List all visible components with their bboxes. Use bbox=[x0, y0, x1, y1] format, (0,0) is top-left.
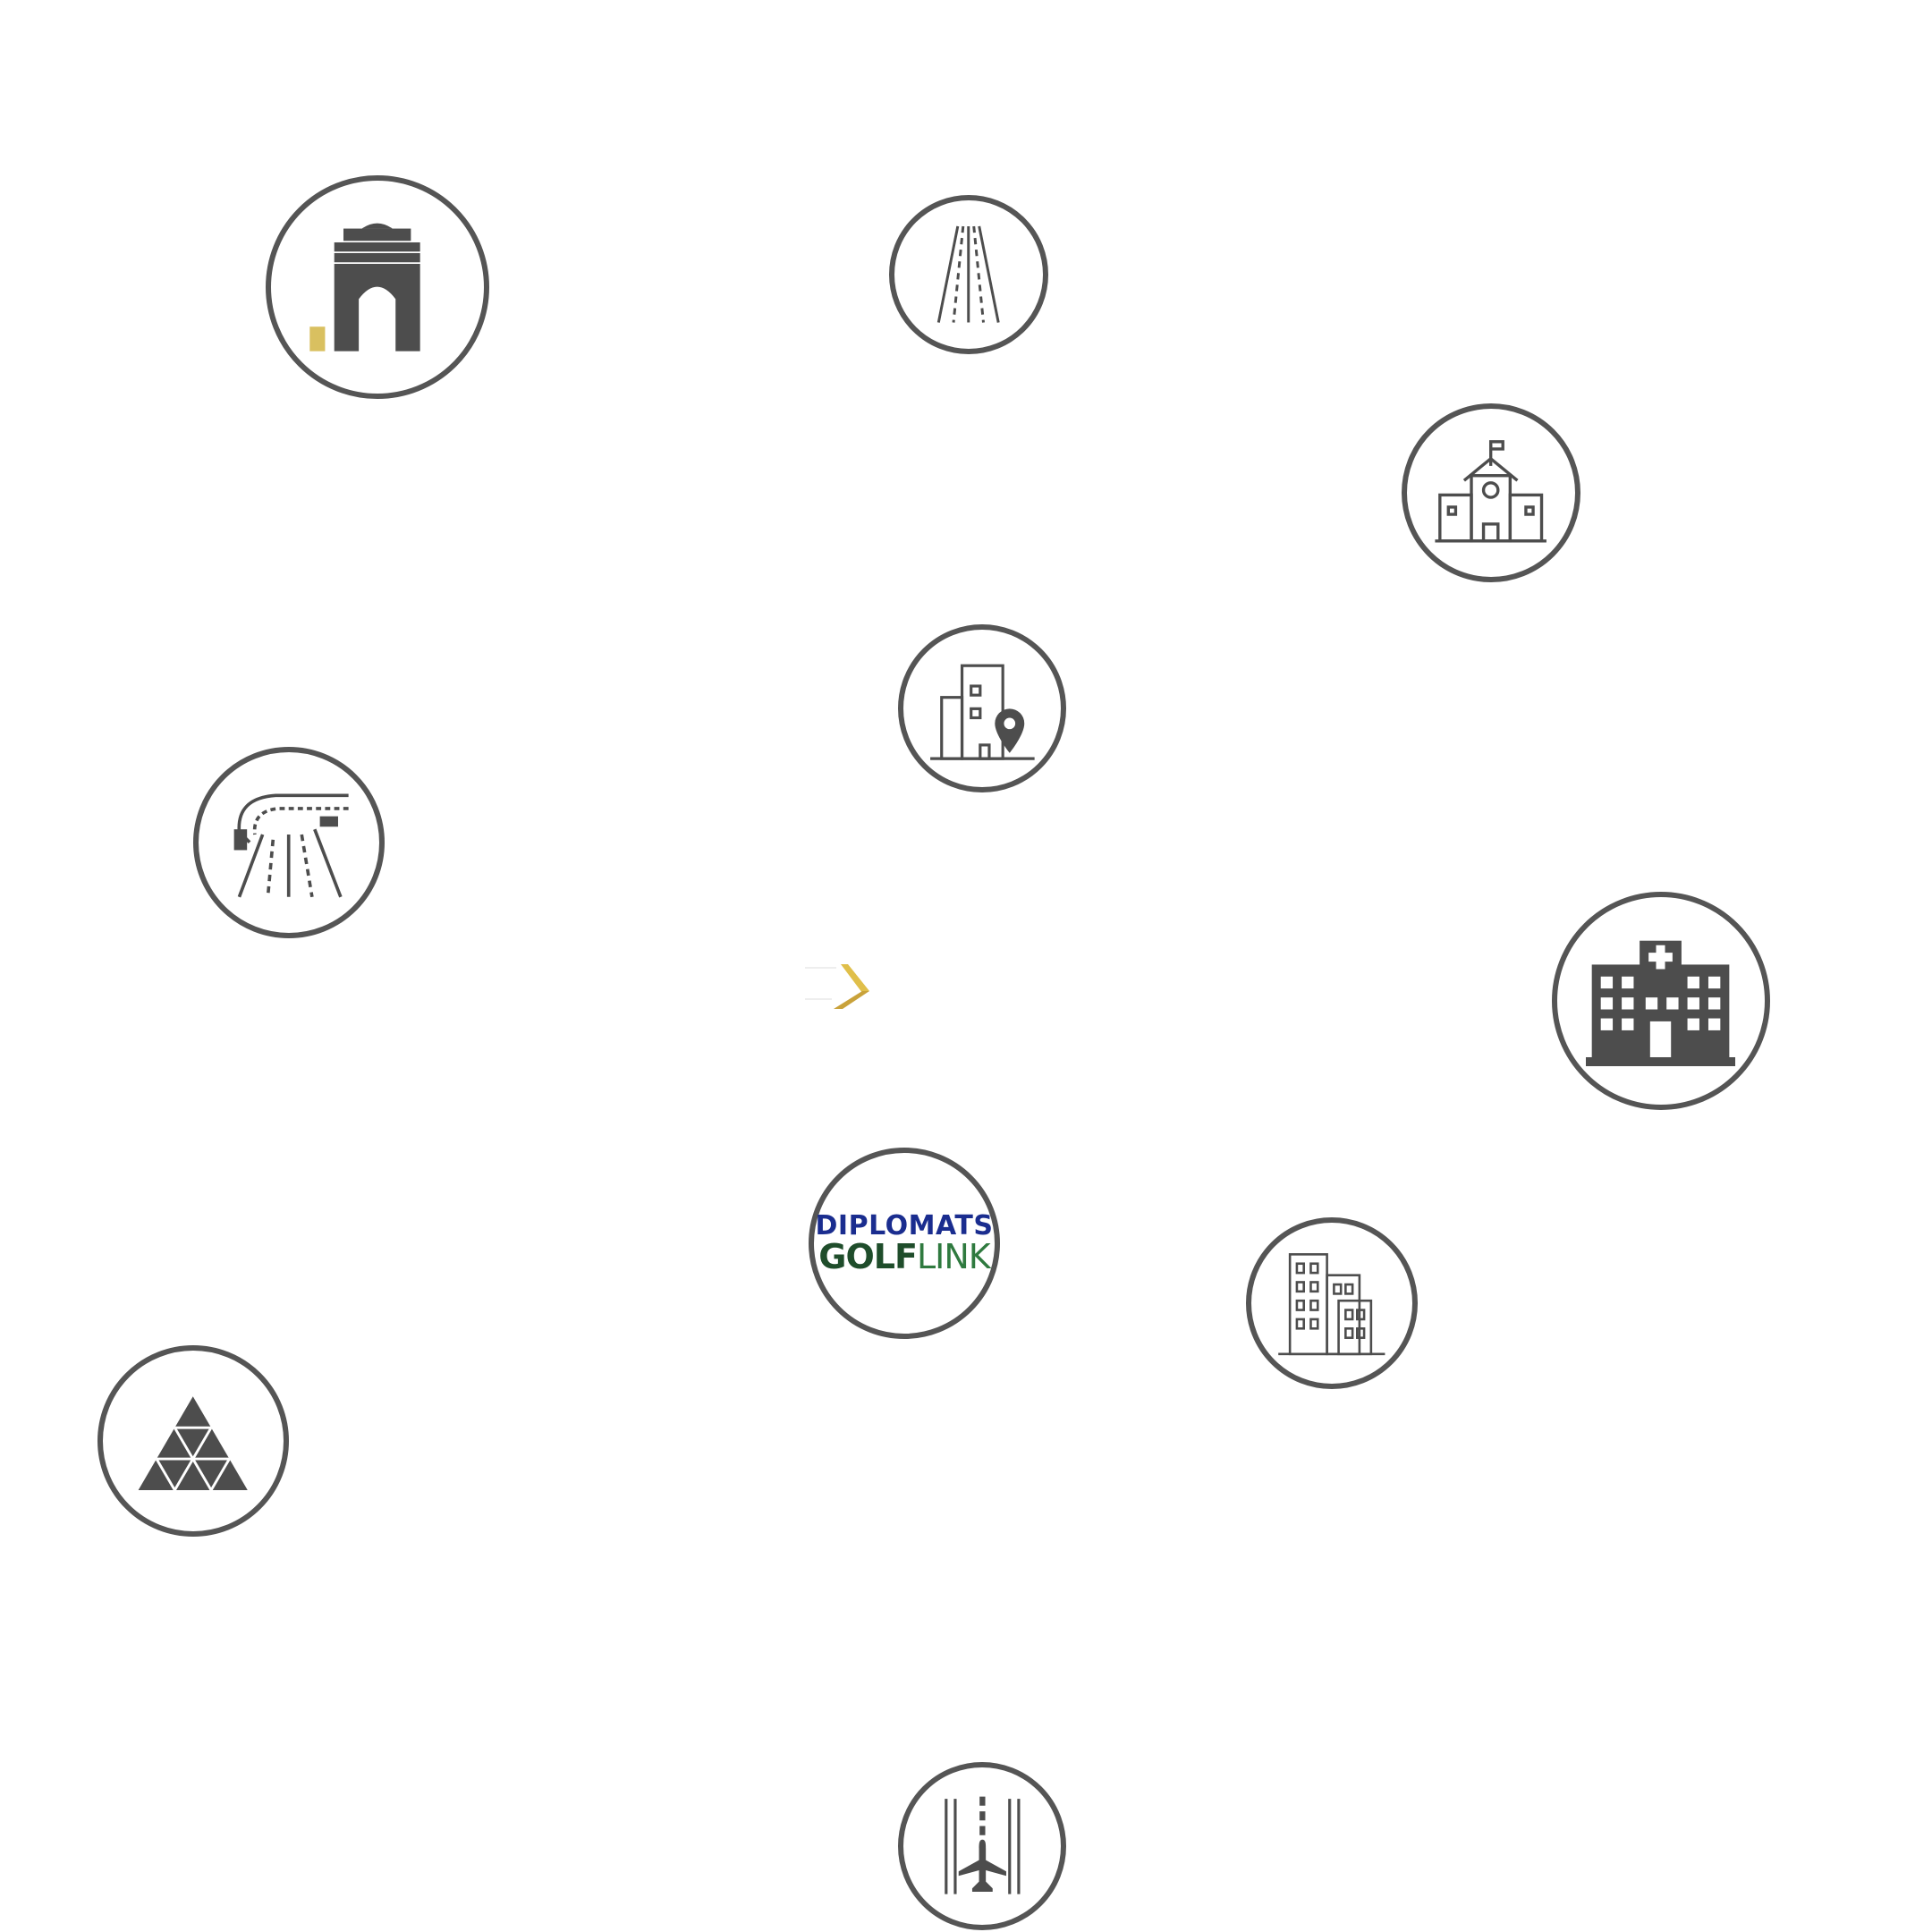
school-circle bbox=[1402, 403, 1580, 582]
flyover-highway-icon bbox=[233, 793, 349, 898]
diplomats-golflink-logo: DIPLOMATS GOLFLINK bbox=[815, 1210, 994, 1276]
hospital-circle bbox=[1552, 892, 1770, 1110]
school-icon bbox=[1435, 440, 1547, 543]
center-logo bbox=[805, 964, 869, 1009]
golf-line2a: GOLF bbox=[818, 1237, 918, 1276]
city-location-icon bbox=[929, 664, 1035, 760]
airport-circle bbox=[898, 1762, 1066, 1930]
road-icon bbox=[937, 225, 1000, 324]
airport-runway-icon bbox=[944, 1796, 1021, 1894]
golf-line2b: LINK bbox=[916, 1237, 991, 1276]
pyramid-circle bbox=[97, 1345, 289, 1537]
road-circle bbox=[889, 195, 1048, 354]
office-buildings-icon bbox=[1278, 1253, 1385, 1356]
flyover-circle bbox=[193, 747, 385, 938]
india-gate-icon bbox=[309, 223, 420, 352]
hospital-icon bbox=[1586, 941, 1736, 1067]
city-location-circle bbox=[898, 624, 1066, 792]
office-buildings-circle bbox=[1246, 1217, 1418, 1389]
diplomats-golflink-circle: DIPLOMATS GOLFLINK bbox=[809, 1148, 1000, 1339]
india-gate-circle bbox=[266, 175, 489, 399]
pyramid-icon bbox=[138, 1396, 249, 1494]
golf-line1: DIPLOMATS bbox=[815, 1210, 994, 1241]
